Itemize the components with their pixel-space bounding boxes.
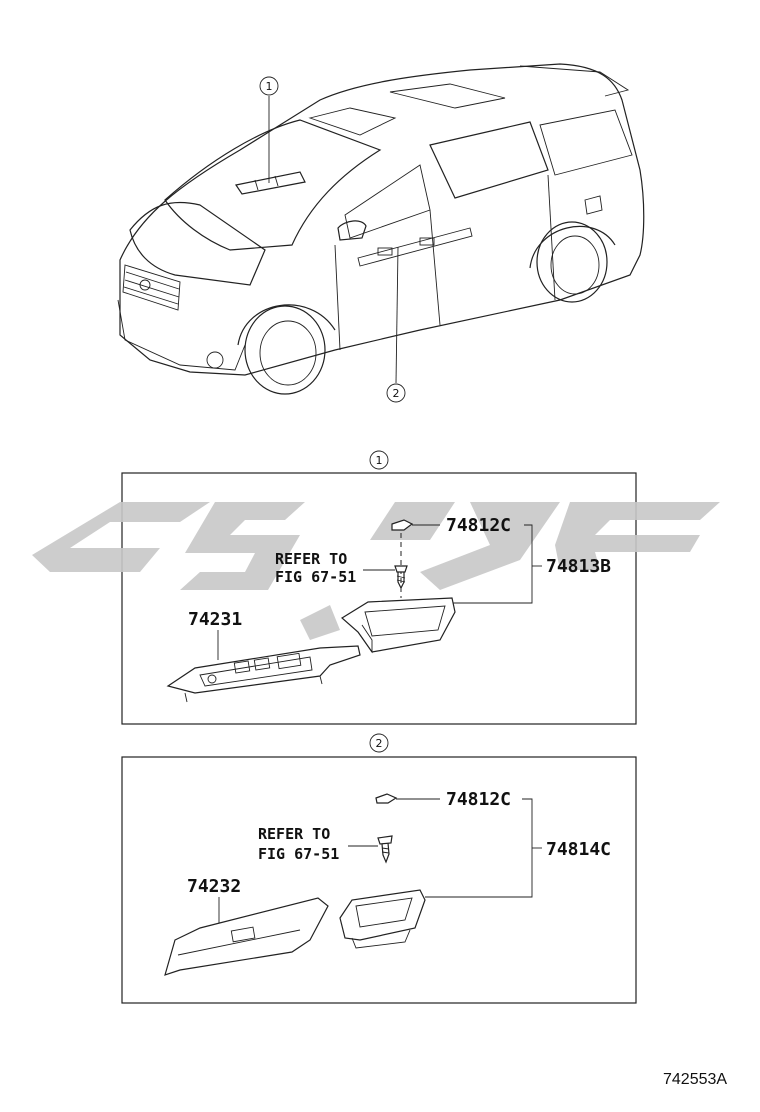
part-label-74812c: 74812C (446, 515, 511, 536)
part-label-74231: 74231 (188, 609, 242, 630)
part-label-74814c: 74814C (546, 839, 611, 860)
screw-icon (377, 835, 393, 864)
part-label-74812c: 74812C (446, 789, 511, 810)
section-2-marker-circle (369, 733, 389, 753)
callout-2-leader (395, 246, 399, 384)
assembly-2-bracket (425, 798, 533, 898)
part-74812c-icon (375, 793, 398, 804)
figure-reference-code: 742553A (663, 1071, 727, 1088)
section-2-marker: 2 (376, 737, 383, 750)
callout-2-circle (386, 383, 406, 403)
part-74812c-icon (391, 519, 414, 531)
vehicle-illustration: 1 2 (117, 63, 645, 403)
screw-icon (394, 565, 408, 590)
section-1-marker: 1 (376, 454, 383, 467)
callout-1-circle (259, 76, 279, 96)
watermark-logo (32, 502, 720, 640)
refer-fig-label: FIG 67-51 (275, 568, 356, 586)
section-1-marker-circle (369, 450, 389, 470)
armrest-panel-74231-icon (166, 645, 361, 703)
armrest-panel-74232-icon (164, 897, 329, 976)
part-label-74813b: 74813B (546, 556, 611, 577)
section-1-frame (121, 472, 637, 725)
callout-1-label: 1 (266, 80, 273, 93)
section-2-frame (121, 756, 637, 1004)
refer-fig-label: FIG 67-51 (258, 845, 339, 863)
refer-to-label: REFER TO (275, 550, 347, 568)
part-label-74232: 74232 (187, 876, 241, 897)
refer-to-label: REFER TO (258, 825, 330, 843)
callout-2-label: 2 (393, 387, 400, 400)
switch-bezel-74814c-icon (339, 889, 426, 949)
assembly-1-bracket (453, 524, 533, 604)
switch-bezel-74813b-icon (340, 597, 456, 654)
